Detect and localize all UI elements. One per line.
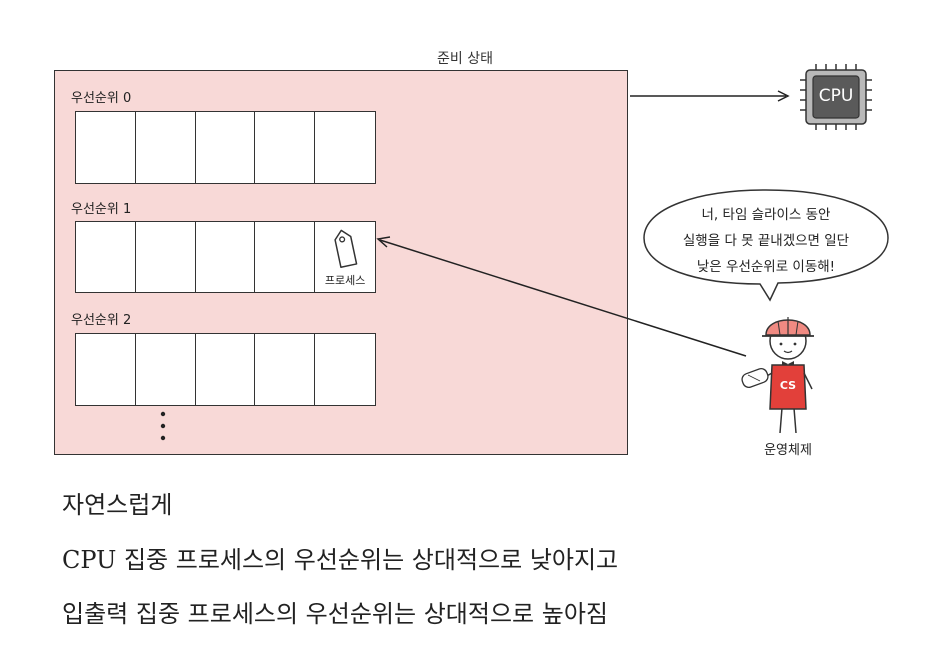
queue-cell xyxy=(76,334,136,405)
priority-0-queue xyxy=(75,111,376,184)
queue-cell xyxy=(136,222,196,292)
caption-line-3: 입출력 집중 프로세스의 우선순위는 상대적으로 높아짐 xyxy=(62,600,608,628)
cpu-label: CPU xyxy=(818,86,854,106)
continuation-dots xyxy=(160,411,166,441)
priority-2-queue xyxy=(75,333,376,406)
speech-line-3: 낮은 우선순위로 이동해! xyxy=(696,259,836,275)
process-label: 프로세스 xyxy=(324,274,366,287)
character-badge: CS xyxy=(780,379,796,392)
queue-cell xyxy=(255,222,316,292)
ready-state-title: 준비 상태 xyxy=(437,51,493,67)
process-cell: 프로세스 xyxy=(315,222,375,292)
ready-state-area: 우선순위 0 우선순위 1 프로세스 우선순위 2 xyxy=(54,70,628,455)
speech-bubble-shape xyxy=(643,189,889,302)
queue-cell xyxy=(136,112,196,183)
process-tag-icon xyxy=(334,229,358,269)
priority-1-label: 우선순위 1 xyxy=(71,202,132,217)
caption-line-2: CPU 집중 프로세스의 우선순위는 상대적으로 낮아지고 xyxy=(62,546,619,574)
caption-line-1: 자연스럽게 xyxy=(62,491,173,519)
speech-bubble: 너, 타임 슬라이스 동안 실행을 다 못 끝내겠으면 일단 낮은 우선순위로 … xyxy=(638,188,894,304)
os-character: CS xyxy=(741,317,814,434)
priority-2-label: 우선순위 2 xyxy=(71,313,132,328)
queue-cell xyxy=(76,112,136,183)
cpu-icon xyxy=(800,64,872,130)
os-label: 운영체제 xyxy=(764,443,812,458)
queue-cell xyxy=(255,334,316,405)
demote-arrow xyxy=(376,236,747,357)
queue-cell xyxy=(255,112,316,183)
queue-cell xyxy=(76,222,136,292)
to-cpu-arrow xyxy=(630,90,790,102)
queue-cell xyxy=(196,334,256,405)
queue-cell xyxy=(136,334,196,405)
cpu-chip: CPU xyxy=(798,62,874,132)
queue-cell xyxy=(196,112,256,183)
priority-1-queue: 프로세스 xyxy=(75,221,376,293)
speech-text: 너, 타임 슬라이스 동안 실행을 다 못 끝내겠으면 일단 낮은 우선순위로 … xyxy=(638,202,894,280)
speech-line-1: 너, 타임 슬라이스 동안 xyxy=(701,207,831,223)
speech-line-2: 실행을 다 못 끝내겠으면 일단 xyxy=(682,233,850,249)
queue-cell xyxy=(196,222,256,292)
priority-0-label: 우선순위 0 xyxy=(71,91,132,106)
